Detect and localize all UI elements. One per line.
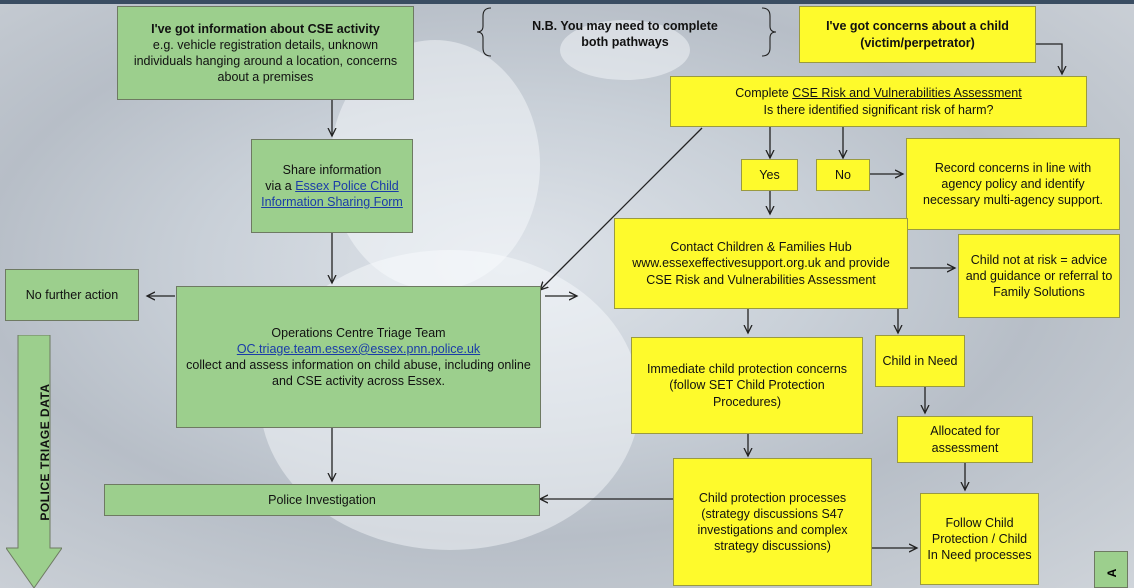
not-at-risk-box: Child not at risk = advice and guidance … — [958, 234, 1120, 318]
police-triage-label: POLICE TRIAGE DATA — [38, 383, 52, 521]
risk-assessment-line1: Complete CSE Risk and Vulnerabilities As… — [735, 85, 1021, 101]
immediate-concerns-box: Immediate child protection concerns (fol… — [631, 337, 863, 434]
yes-text: Yes — [759, 167, 780, 182]
share-information-line2: via a Essex Police Child Information Sha… — [258, 178, 406, 211]
arrow-assessment-to-ops — [540, 127, 703, 290]
child-in-need-text: Child in Need — [882, 353, 958, 368]
cse-information-box: I've got information about CSE activity … — [117, 6, 414, 100]
no-box: No — [816, 159, 870, 191]
pathways-note: N.B. You may need to complete both pathw… — [489, 18, 761, 51]
no-further-action-box: No further action — [5, 269, 139, 321]
allocated-assessment-text: Allocated for assessment — [930, 424, 1000, 455]
no-further-action-text: No further action — [25, 287, 119, 302]
share-information-box: Share information via a Essex Police Chi… — [251, 139, 413, 233]
child-concerns-text: I've got concerns about a child (victim/… — [826, 19, 1009, 50]
share-information-prefix: via a — [265, 178, 296, 193]
pathways-note-line1: N.B. You may need to complete — [532, 19, 718, 33]
risk-assessment-prefix: Complete — [735, 86, 793, 101]
allocated-assessment-box: Allocated for assessment — [897, 416, 1033, 463]
follow-processes-text: Follow Child Protection / Child In Need … — [927, 515, 1032, 563]
risk-assessment-link[interactable]: CSE Risk and Vulnerabilities Assessment — [792, 86, 1022, 101]
right-side-tab-text: A — [1105, 568, 1119, 578]
record-concerns-box: Record concerns in line with agency poli… — [906, 138, 1120, 230]
operations-centre-email-link[interactable]: OC.triage.team.essex@essex.pnn.police.uk — [236, 341, 481, 356]
note-bracket-right — [761, 7, 777, 57]
pathways-note-line2: both pathways — [581, 35, 669, 50]
yes-box: Yes — [741, 159, 798, 191]
operations-centre-box: Operations Centre Triage Team OC.triage.… — [176, 286, 541, 428]
record-concerns-text: Record concerns in line with agency poli… — [923, 160, 1103, 208]
child-in-need-box: Child in Need — [875, 335, 965, 387]
background-figure-arm — [560, 20, 690, 80]
child-concerns-box: I've got concerns about a child (victim/… — [799, 6, 1036, 63]
police-investigation-box: Police Investigation — [104, 484, 540, 516]
risk-assessment-box: Complete CSE Risk and Vulnerabilities As… — [670, 76, 1087, 127]
not-at-risk-text: Child not at risk = advice and guidance … — [965, 252, 1113, 300]
cse-information-title: I've got information about CSE activity — [151, 21, 380, 36]
contact-hub-box: Contact Children & Families Hub www.esse… — [614, 218, 908, 309]
operations-centre-title: Operations Centre Triage Team — [271, 325, 446, 340]
child-protection-processes-box: Child protection processes (strategy dis… — [673, 458, 872, 586]
arrow-concerns-to-assessment — [1036, 43, 1062, 74]
follow-processes-box: Follow Child Protection / Child In Need … — [920, 493, 1039, 585]
operations-centre-description: collect and assess information on child … — [186, 358, 531, 389]
immediate-concerns-text: Immediate child protection concerns (fol… — [646, 362, 848, 409]
top-band — [0, 0, 1134, 4]
risk-assessment-question: Is there identified significant risk of … — [763, 102, 994, 117]
share-information-line1: Share information — [282, 162, 382, 177]
cse-information-examples: e.g. vehicle registration details, unkno… — [133, 37, 398, 85]
note-bracket-left — [476, 7, 492, 57]
right-side-tab: A — [1094, 551, 1128, 588]
police-investigation-text: Police Investigation — [268, 492, 376, 507]
child-protection-processes-text: Child protection processes (strategy dis… — [697, 490, 848, 554]
contact-hub-text: Contact Children & Families Hub www.esse… — [632, 240, 890, 287]
no-text: No — [835, 167, 851, 182]
essex-police-form-link[interactable]: Essex Police Child Information Sharing F… — [261, 178, 403, 210]
police-triage-arrow — [6, 335, 62, 588]
